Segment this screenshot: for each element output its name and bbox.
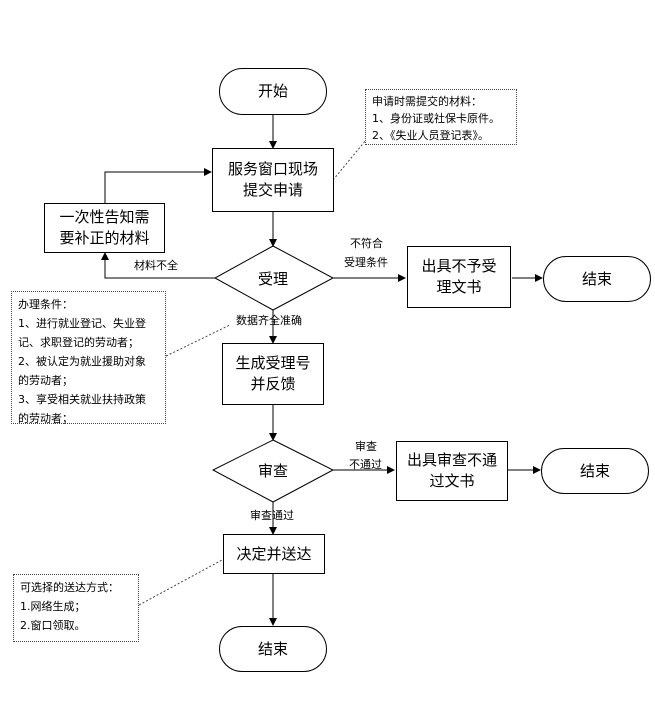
end2-terminal: 结束 — [541, 448, 649, 494]
submit-box: 服务窗口现场 提交申请 — [212, 148, 334, 212]
reject-label-1: 出具不予受 — [421, 257, 497, 275]
start-terminal: 开始 — [219, 68, 327, 115]
faildoc-label-1: 出具审查不通 — [406, 451, 497, 469]
note-materials-item: 2、《失业人员登记表》。 — [372, 129, 489, 142]
note-conditions-item: 1、进行就业登记、失业登 — [18, 317, 146, 330]
note-materials-item: 1、身份证或社保卡原件。 — [372, 112, 500, 125]
edge-label-not-meet-1: 不符合 — [350, 237, 383, 250]
review-label: 审查 — [257, 462, 288, 480]
accept-label: 受理 — [257, 270, 288, 288]
edge-label-complete: 数据齐全准确 — [236, 314, 302, 327]
submit-label-1: 服务窗口现场 — [227, 160, 318, 178]
review-diamond — [211, 439, 335, 503]
note-conditions-item: 的劳动者； — [18, 412, 73, 425]
note-conditions-item: 的劳动者； — [18, 374, 73, 387]
note-conditions-item: 2、被认定为就业援助对象 — [18, 355, 146, 368]
end3-terminal: 结束 — [219, 626, 327, 672]
end2-label: 结束 — [579, 461, 610, 480]
edge-label-incomplete: 材料不全 — [134, 259, 178, 272]
generate-box: 生成受理号 并反馈 — [222, 343, 324, 405]
reject-box: 出具不予受 理文书 — [407, 246, 511, 308]
deliver-box: 决定并送达 — [223, 534, 325, 574]
edge-label-review-fail-2: 不通过 — [349, 458, 382, 471]
edge-label-review-fail-1: 审查 — [355, 440, 377, 453]
start-label: 开始 — [257, 82, 288, 100]
deliver-label: 决定并送达 — [236, 544, 312, 563]
note-materials: 申请时需提交的材料： 1、身份证或社保卡原件。 2、《失业人员登记表》。 — [365, 89, 517, 145]
note-delivery: 可选择的送达方式： 1.网络生成； 2.窗口领取。 — [13, 574, 139, 642]
edge-label-review-pass: 审查通过 — [250, 509, 294, 522]
supplement-label-2: 要补正的材料 — [59, 229, 150, 247]
submit-label-2: 提交申请 — [242, 181, 303, 199]
end3-label: 结束 — [257, 639, 288, 658]
edge-supplement-submit — [104, 168, 212, 203]
generate-label-2: 并反馈 — [250, 375, 296, 393]
supplement-box: 一次性告知需 要补正的材料 — [44, 203, 165, 253]
note-delivery-item: 1.网络生成； — [20, 600, 86, 613]
edge-accept-supplement — [101, 252, 215, 279]
note-delivery-item: 2.窗口领取。 — [20, 619, 86, 632]
supplement-label-1: 一次性告知需 — [59, 208, 150, 226]
faildoc-box: 出具审查不通 过文书 — [396, 441, 508, 501]
note-conditions-item: 3、享受相关就业扶持政策 — [18, 393, 146, 406]
note-delivery-title: 可选择的送达方式： — [20, 581, 119, 594]
note-conditions-item: 记、求职登记的劳动者； — [18, 336, 139, 349]
note-conditions-leader — [165, 324, 231, 357]
generate-label-1: 生成受理号 — [235, 354, 311, 372]
edge-label-not-meet-2: 受理条件 — [344, 256, 388, 269]
note-conditions: 办理条件： 1、进行就业登记、失业登 记、求职登记的劳动者； 2、被认定为就业援… — [11, 291, 166, 425]
end1-terminal: 结束 — [543, 256, 651, 302]
accept-diamond — [213, 245, 335, 311]
end1-label: 结束 — [581, 269, 612, 288]
note-materials-title: 申请时需提交的材料： — [372, 95, 482, 108]
faildoc-label-2: 过文书 — [429, 472, 475, 490]
reject-label-2: 理文书 — [436, 278, 482, 296]
note-delivery-leader — [138, 559, 223, 606]
note-materials-leader — [332, 139, 367, 181]
note-conditions-title: 办理条件： — [18, 298, 73, 311]
